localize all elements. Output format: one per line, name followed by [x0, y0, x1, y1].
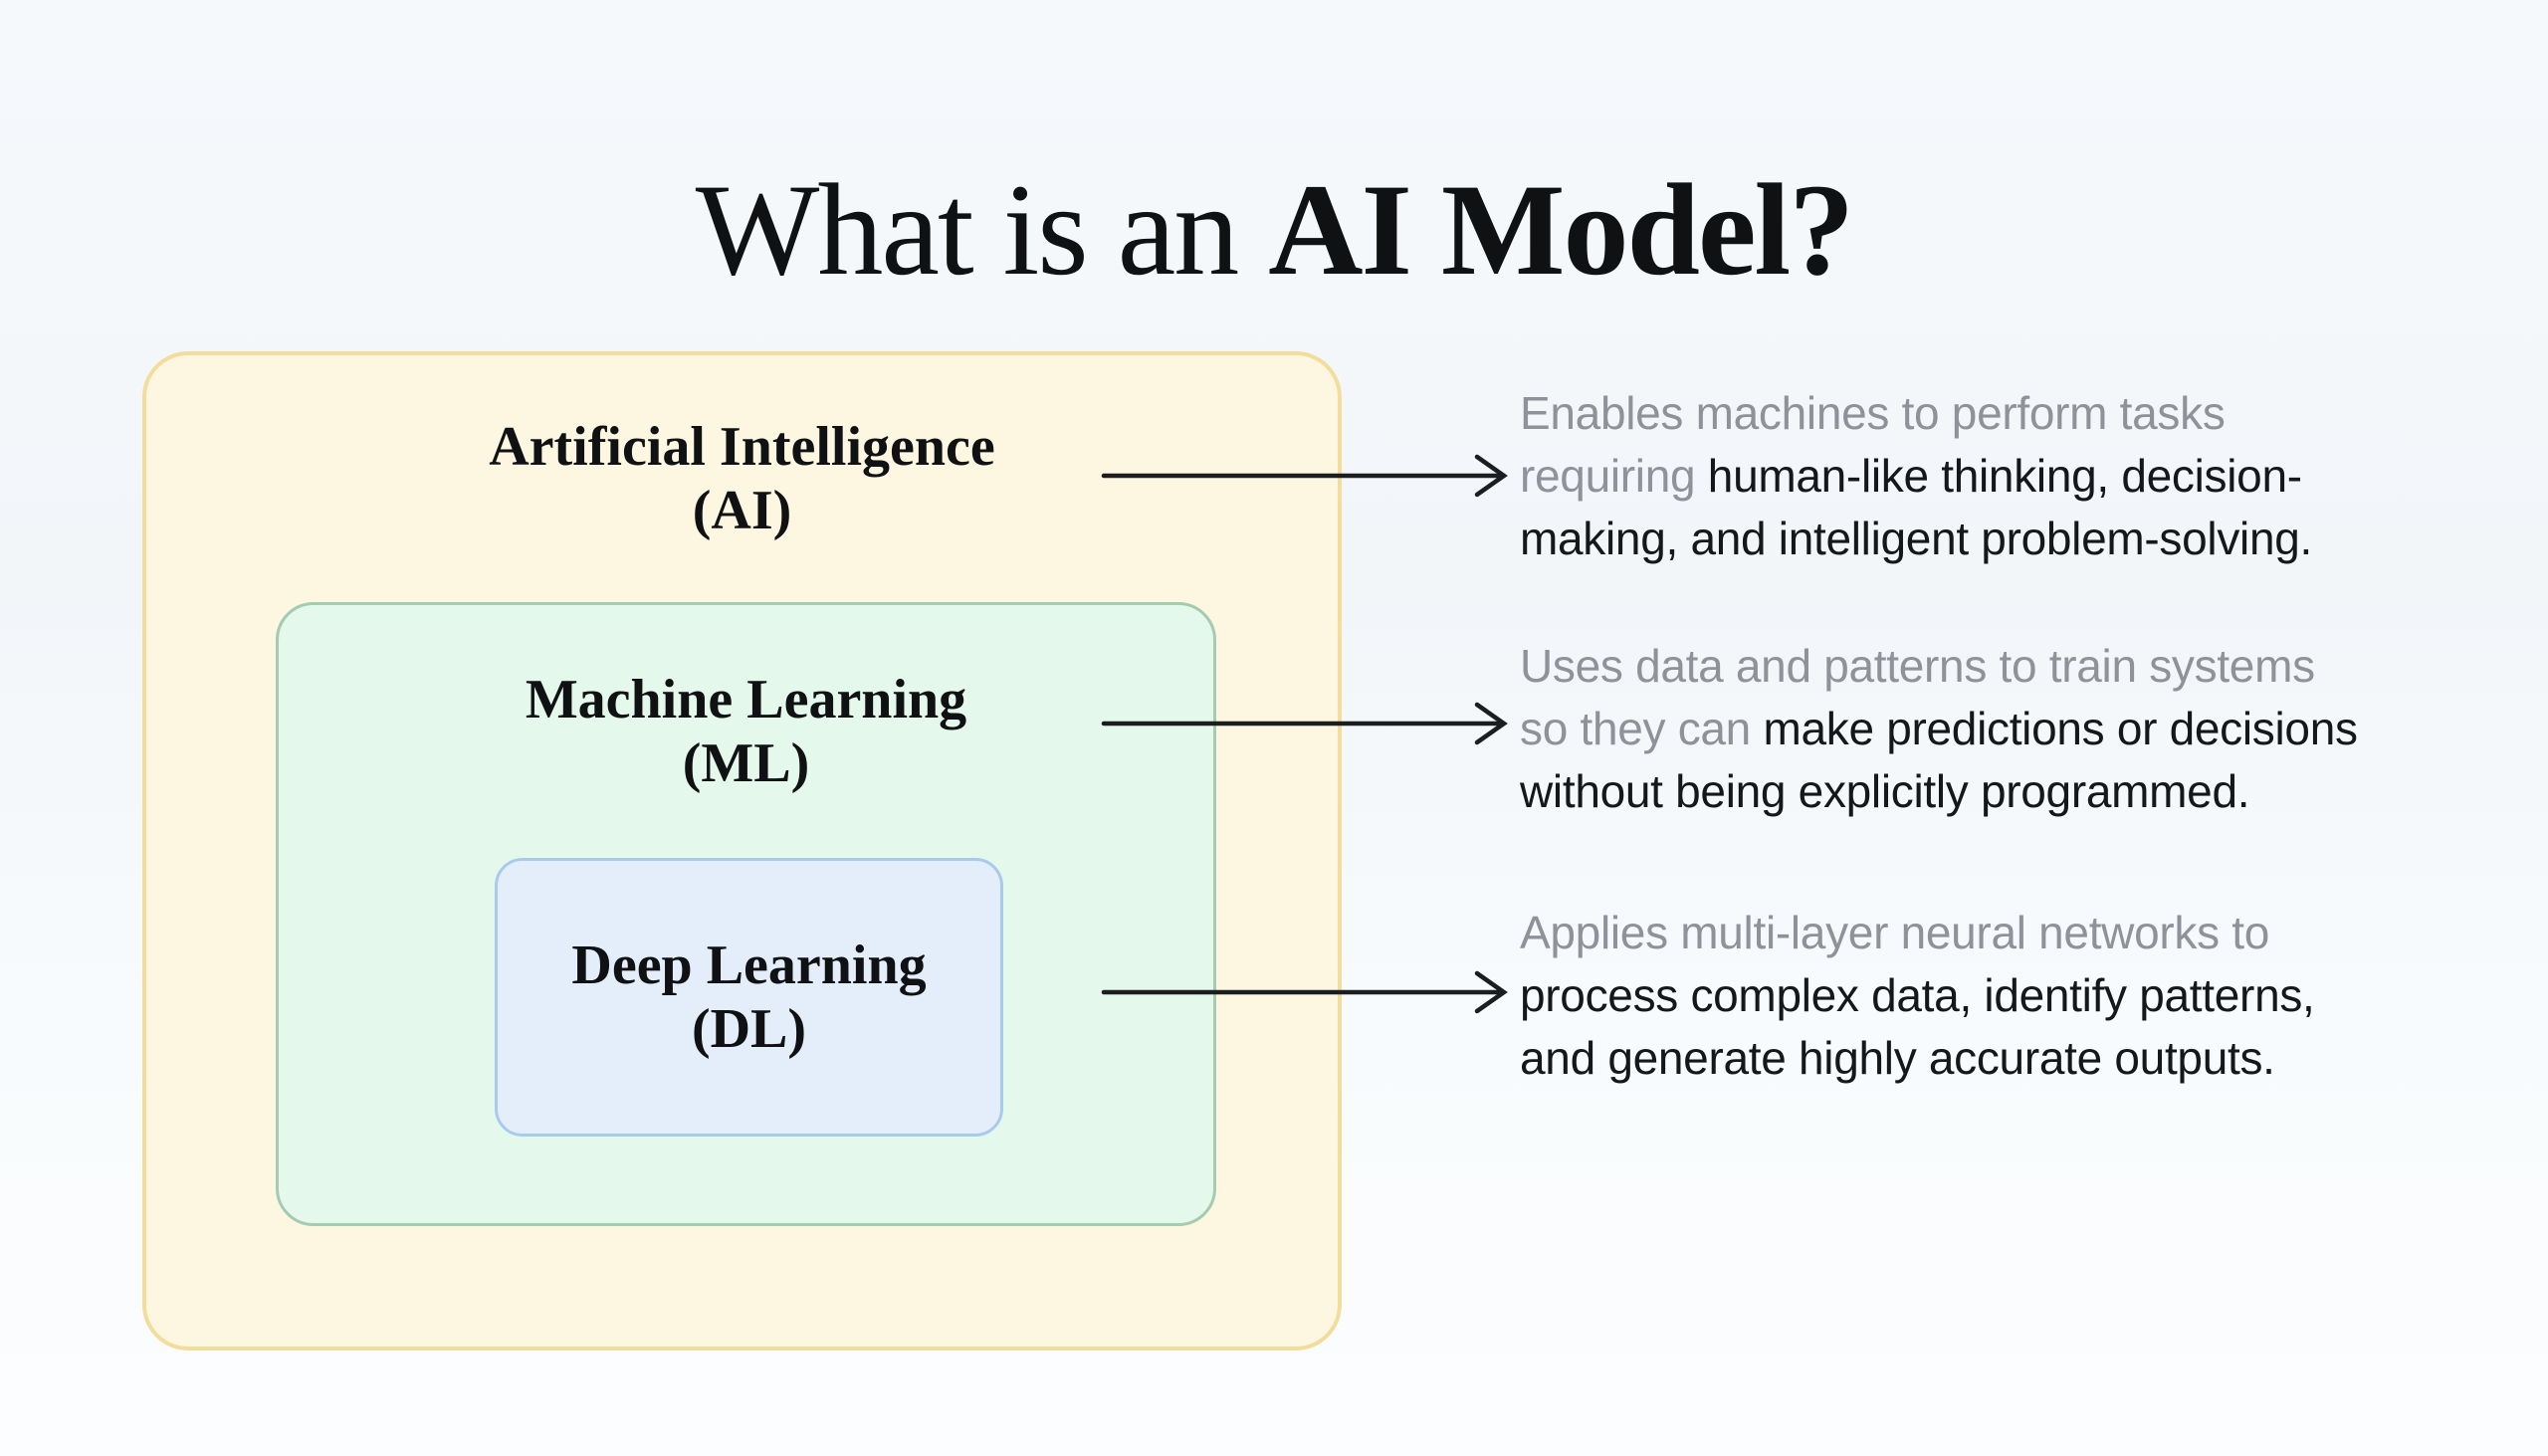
dl-box-label: Deep Learning (DL) [498, 861, 1000, 1134]
dl-arrow-icon [1101, 970, 1508, 1014]
dl-box-label-abbr: (DL) [691, 998, 807, 1060]
ml-box-label: Machine Learning (ML) [279, 605, 1213, 858]
ai-box-label-name: Artificial Intelligence [489, 416, 995, 478]
description-line: Enables machines to perform tasks [1520, 387, 2226, 439]
description-line: Applies multi-layer neural networks to [1520, 907, 2270, 958]
ai-description: Enables machines to perform tasks requiri… [1520, 382, 2525, 570]
description-line: making, and intelligent problem-solving. [1520, 513, 2312, 564]
ml-box: Machine Learning (ML) Deep Learning (DL) [276, 602, 1216, 1226]
ml-arrow-icon [1101, 702, 1508, 745]
ai-box: Artificial Intelligence (AI) Machine Lea… [142, 351, 1342, 1351]
ml-box-label-name: Machine Learning [525, 669, 967, 730]
description-line: requiring human-like thinking, decision- [1520, 450, 2302, 502]
page-title: What is an AI Model? [0, 147, 2548, 312]
ml-description: Uses data and patterns to train systems s… [1520, 635, 2525, 823]
description-line: so they can make predictions or decision… [1520, 703, 2358, 754]
dl-description: Applies multi-layer neural networks to pr… [1520, 902, 2525, 1090]
page-title-regular: What is an [695, 156, 1269, 304]
ml-box-label-abbr: (ML) [682, 732, 810, 794]
ai-box-label-abbr: (AI) [692, 480, 792, 541]
dl-box-label-name: Deep Learning [571, 935, 927, 996]
page-title-emphasis: AI Model? [1268, 156, 1854, 304]
description-line: and generate highly accurate outputs. [1520, 1032, 2275, 1084]
dl-box: Deep Learning (DL) [495, 858, 1003, 1137]
description-line: without being explicitly programmed. [1520, 765, 2250, 817]
ai-arrow-icon [1101, 454, 1508, 498]
description-line: Uses data and patterns to train systems [1520, 640, 2315, 692]
ai-box-label: Artificial Intelligence (AI) [146, 355, 1338, 602]
description-line: process complex data, identify patterns, [1520, 969, 2315, 1021]
